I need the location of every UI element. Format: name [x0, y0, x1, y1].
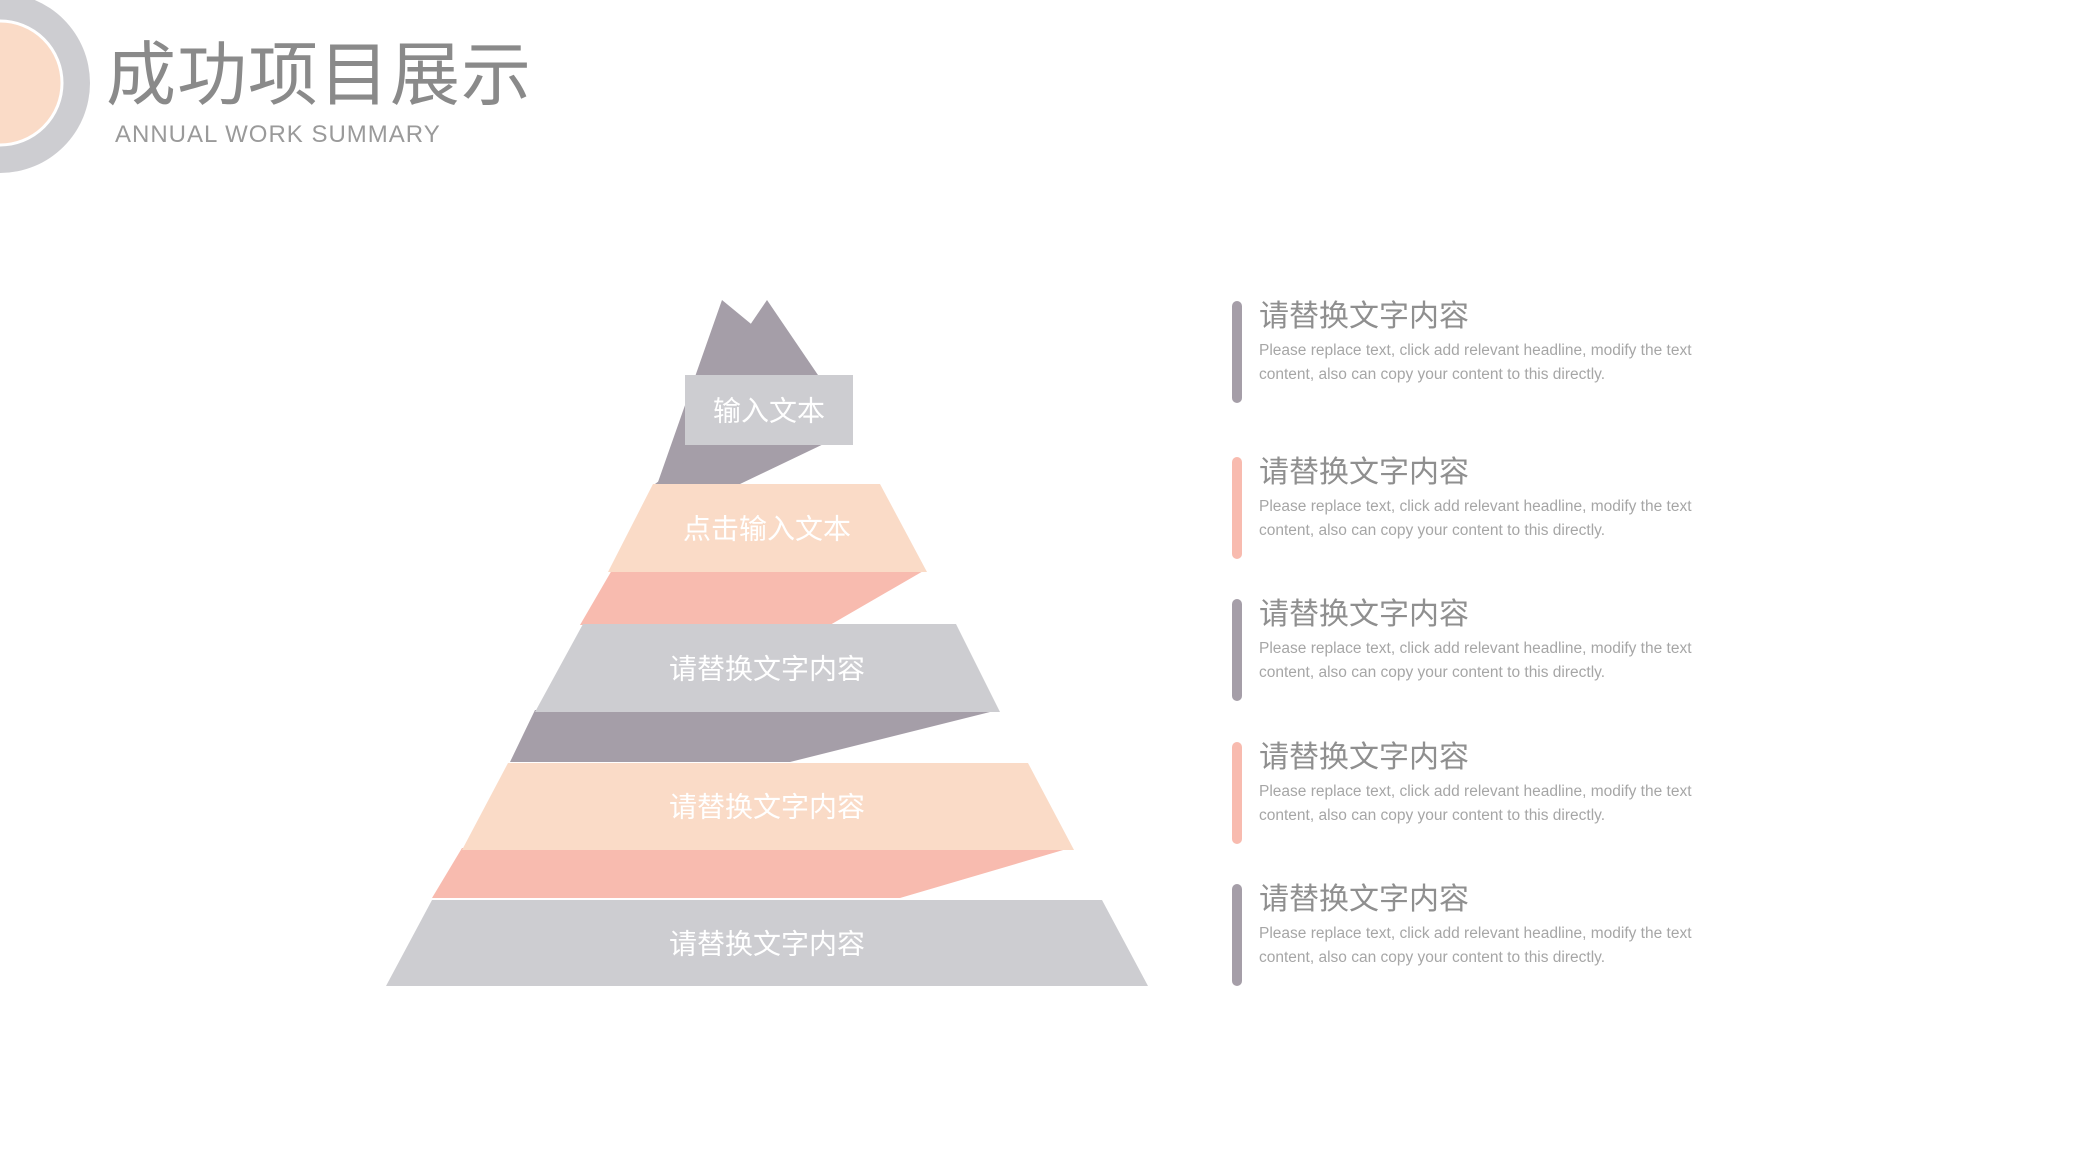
pyramid-level-1-label: 输入文本	[713, 395, 825, 428]
item-bar	[1232, 599, 1242, 701]
item-heading: 请替换文字内容	[1259, 740, 1469, 775]
item-bar	[1232, 457, 1242, 559]
pyramid-level-3-label: 请替换文字内容	[669, 653, 865, 686]
header-circle-decoration	[0, 0, 90, 173]
pyramid-level-5	[386, 900, 1148, 986]
pyramid-peak	[714, 300, 820, 378]
item-heading: 请替换文字内容	[1259, 455, 1469, 490]
item-description: Please replace text, click add relevant …	[1259, 640, 1692, 681]
item-description: Please replace text, click add relevant …	[1259, 783, 1692, 824]
pyramid-connector-4	[432, 848, 1070, 898]
page-title: 成功项目展示	[106, 34, 532, 116]
pyramid-level-2	[608, 484, 927, 572]
item-bar	[1232, 742, 1242, 844]
page-subtitle: ANNUAL WORK SUMMARY	[115, 121, 441, 148]
item-heading: 请替换文字内容	[1259, 299, 1469, 334]
pyramid-connector-2	[580, 570, 925, 625]
inner-peach-circle	[0, 21, 62, 145]
pyramid-level-5-label: 请替换文字内容	[669, 928, 865, 961]
pyramid-level-1	[685, 375, 853, 445]
item-description: Please replace text, click add relevant …	[1259, 342, 1692, 383]
pyramid-level-4-label: 请替换文字内容	[669, 791, 865, 824]
pyramid-level-4	[462, 763, 1074, 850]
pyramid-band-1	[655, 440, 832, 484]
item-bar	[1232, 884, 1242, 986]
item-bar	[1232, 301, 1242, 403]
item-heading: 请替换文字内容	[1259, 597, 1469, 632]
inner-circle-ring	[0, 19, 64, 147]
item-description: Please replace text, click add relevant …	[1259, 925, 1692, 966]
pyramid-level-3	[535, 624, 1000, 712]
item-description: Please replace text, click add relevant …	[1259, 498, 1692, 539]
item-heading: 请替换文字内容	[1259, 882, 1469, 917]
pyramid-level-2-label: 点击输入文本	[683, 513, 851, 546]
pyramid-connector-3	[510, 710, 998, 762]
